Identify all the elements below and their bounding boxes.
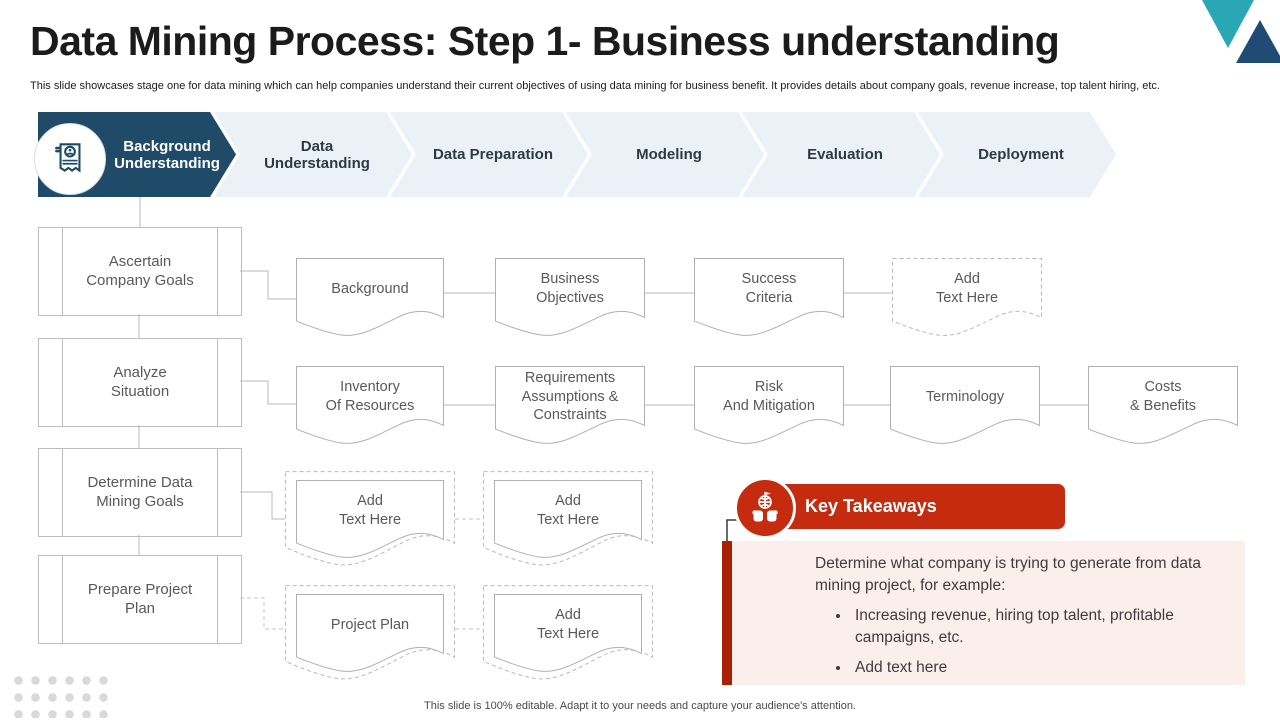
doc-label: Inventory Of Resources xyxy=(325,379,415,414)
process-step-label: Data Preparation xyxy=(432,146,554,163)
goal-box-ascertain-company-goals[interactable]: Ascertain Company Goals xyxy=(38,227,242,316)
doc-label: Risk And Mitigation xyxy=(723,379,815,414)
goal-box-label: Determine Data Mining Goals xyxy=(87,473,193,510)
key-takeaways-title: Key Takeaways xyxy=(805,496,937,516)
doc-add-text-here-placeholder[interactable]: Add Text Here xyxy=(892,258,1042,338)
doc-add-text-here-placeholder[interactable]: Add Text Here xyxy=(494,594,642,674)
goal-box-analyze-situation[interactable]: Analyze Situation xyxy=(38,338,242,427)
doc-label: Terminology xyxy=(925,388,1005,405)
doc-requirements-assumptions-constraints[interactable]: Requirements Assumptions & Constraints xyxy=(495,366,645,446)
doc-label: Requirements Assumptions & Constraints xyxy=(521,369,619,424)
goal-box-label: Ascertain Company Goals xyxy=(86,252,194,289)
dots-decoration xyxy=(6,668,108,718)
process-step-evaluation[interactable]: Evaluation xyxy=(742,112,940,197)
key-takeaways-banner[interactable]: Key Takeaways xyxy=(747,484,1065,529)
doc-add-text-here-placeholder[interactable]: Add Text Here xyxy=(494,480,642,560)
doc-label: Costs & Benefits xyxy=(1129,379,1197,414)
key-takeaways-panel[interactable] xyxy=(732,541,1245,685)
takeaway-bullet: Add text here xyxy=(851,657,1225,679)
process-step-label: Data Understanding xyxy=(264,137,370,172)
doc-add-text-here-placeholder[interactable]: Add Text Here xyxy=(296,480,444,560)
process-step-label: Background Understanding xyxy=(114,137,220,172)
goal-box-determine-data-mining-goals[interactable]: Determine Data Mining Goals xyxy=(38,448,242,537)
hands-globe-achievement-icon xyxy=(734,477,796,539)
doc-label: Project Plan xyxy=(330,616,410,633)
doc-label: Add Text Here xyxy=(935,271,999,306)
page-subtitle: This slide showcases stage one for data … xyxy=(30,80,1160,92)
doc-background[interactable]: Background xyxy=(296,258,444,338)
takeaway-bullet: Increasing revenue, hiring top talent, p… xyxy=(851,605,1225,650)
process-step-deployment[interactable]: Deployment xyxy=(918,112,1116,197)
doc-label: Success Criteria xyxy=(741,271,797,306)
process-step-label: Modeling xyxy=(636,146,702,163)
company-logo-triangles-icon xyxy=(1202,0,1280,63)
doc-risk-and-mitigation[interactable]: Risk And Mitigation xyxy=(694,366,844,446)
doc-inventory-of-resources[interactable]: Inventory Of Resources xyxy=(296,366,444,446)
doc-terminology[interactable]: Terminology xyxy=(890,366,1040,446)
document-person-search-icon xyxy=(34,123,106,195)
goal-box-prepare-project-plan[interactable]: Prepare Project Plan xyxy=(38,555,242,644)
process-step-label: Evaluation xyxy=(807,146,883,163)
takeaways-accent-bar xyxy=(722,541,732,685)
doc-label: Add Text Here xyxy=(536,607,600,642)
goal-box-label: Analyze Situation xyxy=(110,363,170,400)
process-step-modeling[interactable]: Modeling xyxy=(566,112,764,197)
process-step-label: Deployment xyxy=(978,146,1064,163)
doc-label: Add Text Here xyxy=(338,493,402,528)
doc-project-plan[interactable]: Project Plan xyxy=(296,594,444,674)
doc-label: Add Text Here xyxy=(536,493,600,528)
takeaway-intro: Determine what company is trying to gene… xyxy=(815,555,1201,595)
doc-success-criteria[interactable]: Success Criteria xyxy=(694,258,844,338)
doc-label: Background xyxy=(331,280,409,297)
doc-label: Business Objectives xyxy=(536,271,604,306)
process-step-data-preparation[interactable]: Data Preparation xyxy=(390,112,588,197)
page-title: Data Mining Process: Step 1- Business un… xyxy=(30,18,1060,64)
goal-box-label: Prepare Project Plan xyxy=(87,580,193,617)
process-step-data-understanding[interactable]: Data Understanding xyxy=(214,112,412,197)
doc-business-objectives[interactable]: Business Objectives xyxy=(495,258,645,338)
footer-note: This slide is 100% editable. Adapt it to… xyxy=(424,700,856,712)
process-bar: Background Understanding Data Understand… xyxy=(38,112,1094,197)
doc-costs-benefits[interactable]: Costs & Benefits xyxy=(1088,366,1238,446)
key-takeaways-text: Determine what company is trying to gene… xyxy=(815,553,1225,686)
